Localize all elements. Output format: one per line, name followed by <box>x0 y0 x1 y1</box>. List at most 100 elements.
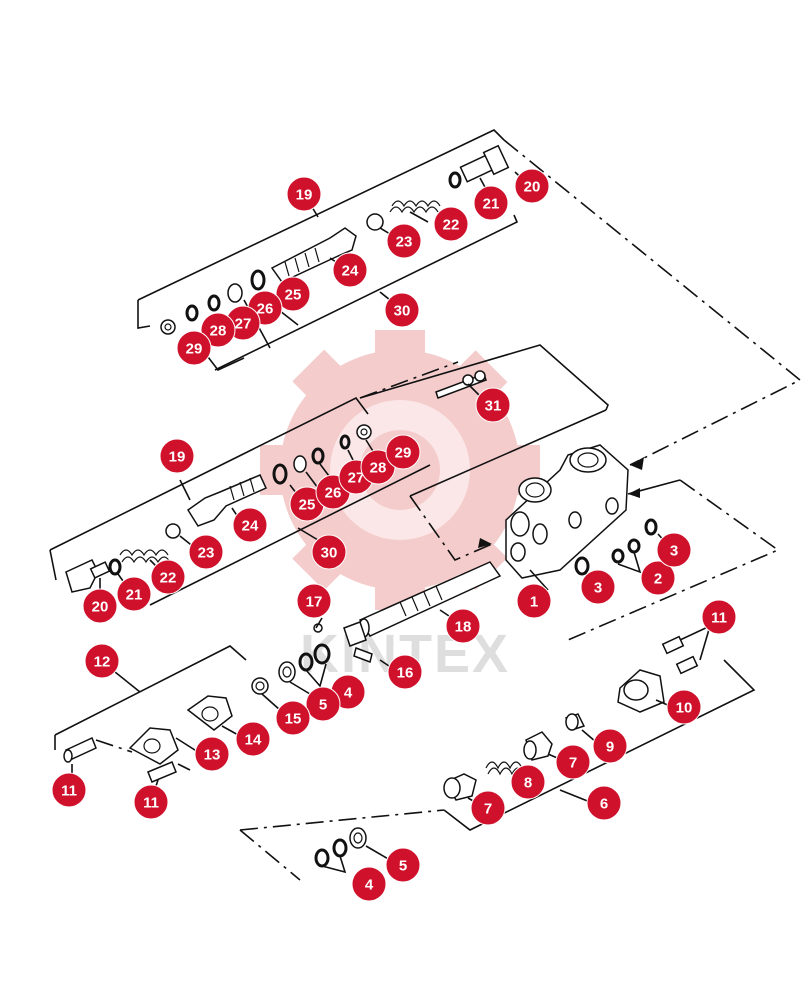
callout-badge-circle <box>555 744 591 780</box>
callout-badge-c13: 13 <box>194 736 230 772</box>
callout-number: 3 <box>594 580 602 597</box>
callout-badge-c19a: 19 <box>286 176 322 212</box>
callout-badge-circle <box>473 185 509 221</box>
callout-badge-circle <box>384 292 420 328</box>
callout-badge-c23a: 23 <box>386 223 422 259</box>
callout-number: 4 <box>344 685 353 702</box>
callout-badge-circle <box>82 588 118 624</box>
callout-number: 11 <box>711 610 727 627</box>
callout-number: 20 <box>92 599 109 616</box>
callout-number: 19 <box>296 187 313 204</box>
callout-badge-circle <box>510 764 546 800</box>
callout-number: 11 <box>143 795 159 812</box>
callout-number: 5 <box>319 697 327 714</box>
callout-number: 2 <box>654 571 662 588</box>
callout-badge-c4b: 4 <box>351 866 387 902</box>
callout-badge-circle <box>332 252 368 288</box>
callout-number: 24 <box>242 518 259 535</box>
callout-badge-c11c: 11 <box>701 599 737 635</box>
callout-badge-c8: 8 <box>510 764 546 800</box>
callout-badge-circle <box>514 168 550 204</box>
callout-badge-c5a: 5 <box>305 686 341 722</box>
callout-number: 10 <box>676 700 693 717</box>
callout-badge-c24b: 24 <box>232 507 268 543</box>
callout-badge-circle <box>275 700 311 736</box>
callout-badge-circle <box>116 576 152 612</box>
callout-number: 24 <box>342 263 359 280</box>
callout-badge-c29b: 29 <box>385 434 421 470</box>
callout-number: 7 <box>569 755 577 772</box>
callout-number: 17 <box>306 594 323 611</box>
callout-badge-circle <box>286 176 322 212</box>
callout-badge-c21b: 21 <box>116 576 152 612</box>
callout-badge-circle <box>640 560 676 596</box>
callout-badge-c20b: 20 <box>82 588 118 624</box>
callout-number: 4 <box>365 877 374 894</box>
callout-number: 26 <box>257 301 274 318</box>
callout-badge-c31: 31 <box>475 387 511 423</box>
callout-number: 28 <box>370 460 387 477</box>
callout-badge-circle <box>235 721 271 757</box>
callout-badge-circle <box>311 534 347 570</box>
callout-badge-c12: 12 <box>84 643 120 679</box>
callout-number: 3 <box>670 543 678 560</box>
callout-badge-circle <box>194 736 230 772</box>
callout-badge-circle <box>84 643 120 679</box>
callout-number: 29 <box>186 341 203 358</box>
callout-badge-c11b: 11 <box>133 784 169 820</box>
detent-assembly <box>443 624 756 831</box>
callout-badge-c30a: 30 <box>384 292 420 328</box>
callout-badge-circle <box>159 438 195 474</box>
callout-badge-circle <box>580 569 616 605</box>
callout-number: 9 <box>606 739 614 756</box>
callout-number: 22 <box>443 217 460 234</box>
callout-number: 30 <box>394 303 411 320</box>
callout-badge-circle <box>666 689 702 725</box>
callout-number: 28 <box>210 323 227 340</box>
callout-badge-c20a: 20 <box>514 168 550 204</box>
callout-number: 14 <box>245 732 262 749</box>
callout-badge-c23b: 23 <box>188 534 224 570</box>
callout-number: 16 <box>397 665 414 682</box>
callout-badge-circle <box>188 534 224 570</box>
callout-number: 8 <box>524 775 532 792</box>
callout-badge-c9: 9 <box>592 728 628 764</box>
callout-badge-c28a: 28 <box>200 312 236 348</box>
end-cap-assembly <box>54 645 247 793</box>
callout-badge-circle <box>516 583 552 619</box>
callout-badge-circle <box>433 206 469 242</box>
callout-badge-circle <box>387 654 423 690</box>
pilot-stem-assembly <box>359 344 609 561</box>
callout-number: 5 <box>399 858 407 875</box>
callout-badge-circle <box>470 790 506 826</box>
callout-number: 22 <box>160 570 177 587</box>
valve-body <box>505 444 629 591</box>
spool-assembly <box>313 561 502 669</box>
callout-badge-circle <box>701 599 737 635</box>
callout-badge-c15: 15 <box>275 700 311 736</box>
upper-relief-valve-assembly <box>137 129 802 470</box>
spool-seals <box>251 643 331 711</box>
callout-number: 21 <box>126 587 143 604</box>
callout-number: 13 <box>204 747 221 764</box>
callout-number: 23 <box>396 234 413 251</box>
callout-number: 12 <box>94 654 111 671</box>
callout-badge-c21a: 21 <box>473 185 509 221</box>
callout-number: 23 <box>198 545 215 562</box>
callout-badge-c5b: 5 <box>385 847 421 883</box>
callout-number: 6 <box>600 796 608 813</box>
callout-badge-c10: 10 <box>666 689 702 725</box>
callout-badge-c6: 6 <box>586 785 622 821</box>
callout-badge-circle <box>51 772 87 808</box>
callout-badge-circle <box>592 728 628 764</box>
callout-number: 27 <box>235 316 252 333</box>
callout-badge-circle <box>445 608 481 644</box>
callout-badge-c7b: 7 <box>470 790 506 826</box>
callout-badge-circle <box>133 784 169 820</box>
callout-number: 26 <box>325 485 342 502</box>
callout-badge-c19b: 19 <box>159 438 195 474</box>
callout-number: 31 <box>485 398 502 415</box>
callout-badge-c7a: 7 <box>555 744 591 780</box>
callout-badge-c2: 2 <box>640 560 676 596</box>
